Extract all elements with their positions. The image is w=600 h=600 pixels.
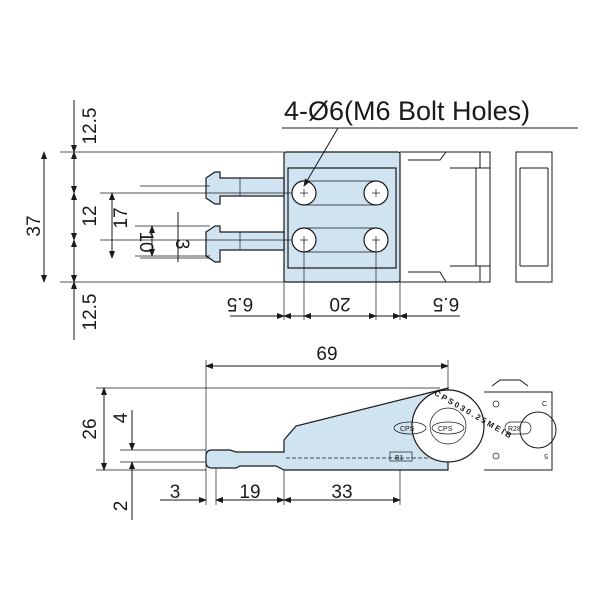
dim-left-offset: 6.5: [227, 293, 253, 314]
bracket-tab-upper: [205, 171, 285, 205]
dim-len-19: 19: [239, 482, 260, 503]
dim-span-17: 17: [111, 207, 132, 228]
chain-logo-right: CPS: [438, 426, 453, 433]
chain-link-inner: [429, 407, 467, 445]
dim-step-4: 4: [111, 412, 132, 423]
dim-len-33: 33: [331, 482, 352, 503]
dim-phi-3: 3: [171, 239, 192, 250]
dim-hole-pitch: 20: [329, 293, 350, 314]
chain-logo-left: CPS: [400, 426, 415, 433]
dim-right-offset: 6.5: [433, 293, 459, 314]
next-link-top: C: [542, 401, 547, 408]
chain-link-disc: [411, 389, 485, 463]
next-link-bottom: 5: [544, 452, 548, 459]
dim-thick-2: 2: [111, 501, 132, 512]
side-view: C P S 0 3 0 . 2 5 M E I B CPS CPS R28 B1…: [80, 344, 557, 520]
dim-top-margin: 12.5: [80, 108, 101, 145]
dim-height-26: 26: [80, 418, 101, 439]
top-view: 12.5 37 12 17 10 3 12.5 6.5 20 6.5 4-Ø6(…: [24, 96, 578, 340]
chain-links-top: [400, 151, 553, 283]
dim-pitch-12: 12: [80, 205, 101, 226]
dim-gap-3: 3: [170, 482, 181, 503]
bracket-tab-lower: [205, 225, 285, 263]
dim-bottom-margin: 12.5: [80, 294, 101, 331]
dim-phi-10: 10: [135, 231, 156, 252]
hole-callout: 4-Ø6(M6 Bolt Holes): [284, 96, 530, 126]
b1-label: B1: [395, 455, 404, 462]
radius-label: R28: [508, 426, 521, 433]
dim-length-69: 69: [316, 344, 337, 365]
dim-overall-height: 37: [24, 215, 45, 236]
